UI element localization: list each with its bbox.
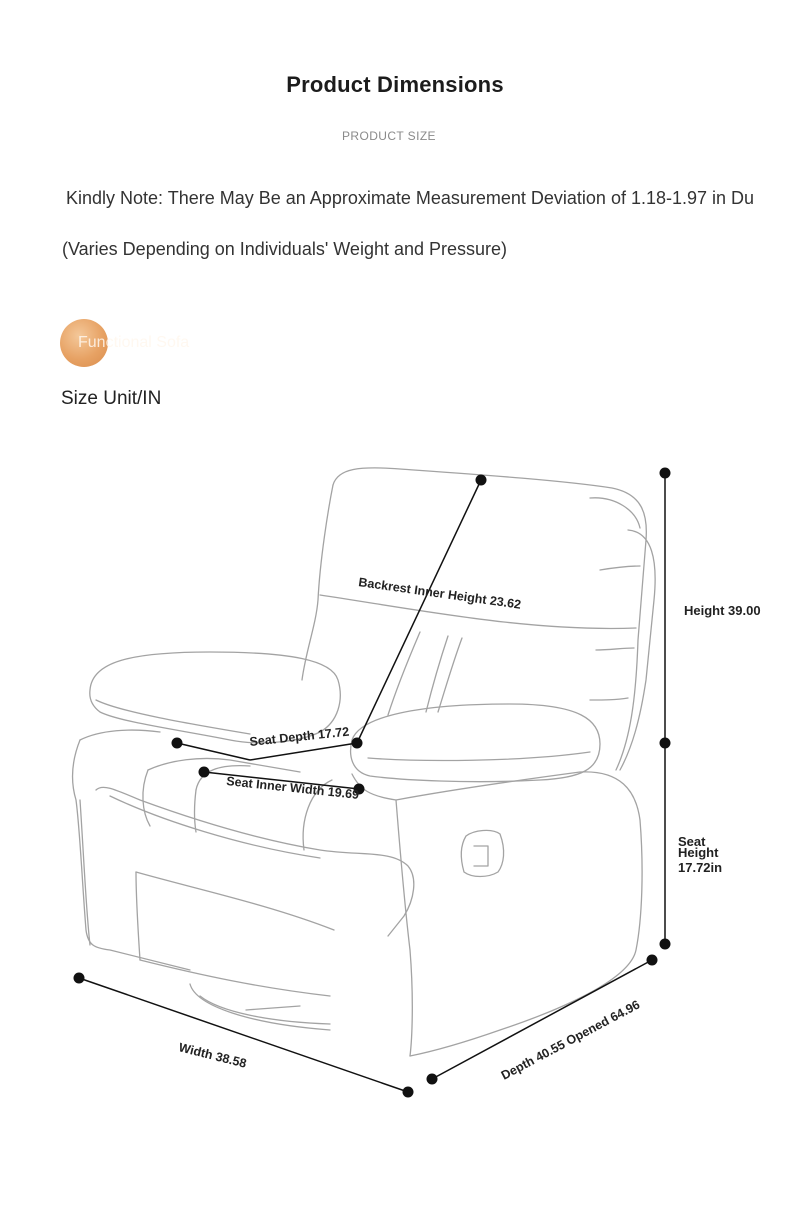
seat-depth-label: Seat Depth 17.72: [249, 725, 350, 749]
product-type-badge: Functional Sofa: [60, 318, 210, 368]
seat-depth-line-b: [249, 742, 358, 761]
depth-label: Depth 40.55 Opened 64.96: [499, 998, 642, 1083]
depth-line: [431, 959, 653, 1080]
dimension-point: [426, 1073, 438, 1085]
width-line: [78, 977, 409, 1093]
dimension-point: [402, 1086, 414, 1098]
height-label: Height 39.00: [684, 603, 761, 618]
measurement-note: Kindly Note: There May Be an Approximate…: [66, 188, 755, 208]
page-title: Product Dimensions: [286, 72, 504, 97]
seat-height-label-line2: Height: [678, 845, 719, 860]
dimension-point: [475, 474, 487, 486]
backrest-height-label: Backrest Inner Height 23.62: [358, 575, 522, 612]
measurement-note-detail: (Varies Depending on Individuals' Weight…: [62, 239, 508, 259]
badge-label: Functional Sofa: [78, 334, 190, 351]
size-unit-label: Size Unit/IN: [61, 388, 162, 409]
badge-circle-icon: [60, 319, 108, 367]
dimension-point: [659, 938, 671, 950]
dimension-point: [646, 954, 658, 966]
seat-depth-line-a: [176, 742, 251, 761]
dimension-point: [659, 467, 671, 479]
recliner-outline: [71, 467, 656, 1057]
seat-height-label-line3: 17.72in: [678, 860, 722, 875]
dimension-point: [659, 737, 671, 749]
dimension-point: [353, 783, 365, 795]
dimension-points: [73, 467, 671, 1098]
seat-inner-width-label: Seat Inner Width 19.69: [226, 774, 360, 802]
seat-inner-width-line: [203, 771, 360, 790]
dimension-point: [171, 737, 183, 749]
width-label: Width 38.58: [177, 1040, 248, 1070]
dimension-point: [73, 972, 85, 984]
dimension-point: [351, 737, 363, 749]
page-subtitle: PRODUCT SIZE: [342, 129, 436, 143]
dimension-lines: [78, 473, 666, 1093]
backrest-height-line: [356, 479, 482, 744]
seat-height-label-line1: Seat: [678, 834, 706, 849]
dimension-point: [198, 766, 210, 778]
